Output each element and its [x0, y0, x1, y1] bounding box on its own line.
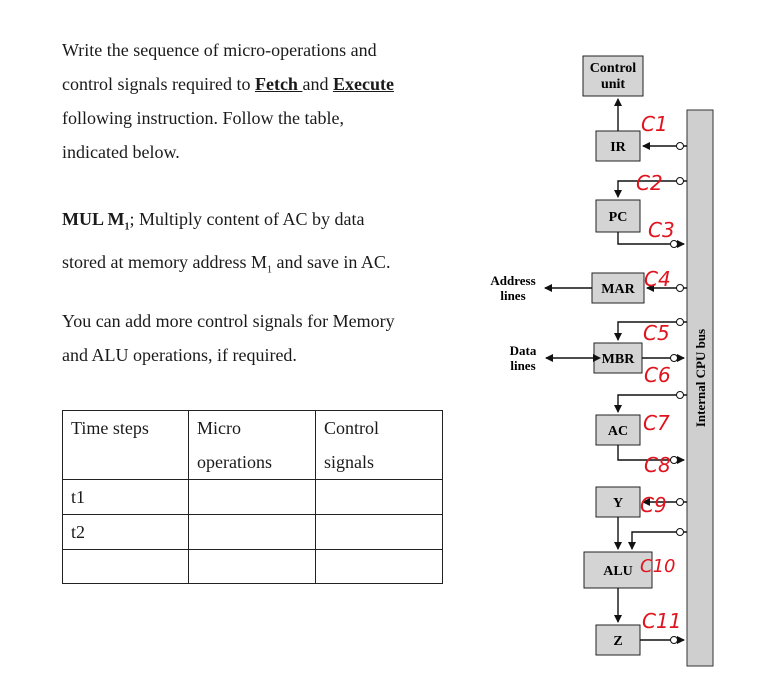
z-label: Z — [613, 634, 622, 649]
header-time-steps-text: Time steps — [71, 418, 149, 438]
c1-annotation: C1 — [641, 112, 668, 136]
execute-keyword: Execute — [332, 74, 394, 94]
c9-annotation: C9 — [640, 493, 667, 517]
handwritten-annotations: C1 C2 C3 C4 C5 C6 C7 C8 C9 C10 C11 — [636, 112, 681, 633]
control-unit-label-2: unit — [601, 77, 625, 92]
header-micro-text: Micro — [197, 418, 241, 438]
fetch-keyword: Fetch — [254, 74, 303, 94]
intro-line-4: indicated below. — [62, 142, 180, 162]
intro-line-3: following instruction. Follow the table, — [62, 108, 344, 128]
c6-annotation: C6 — [644, 363, 671, 387]
bus-to-ac-line — [614, 394, 687, 413]
c11-gate-icon — [670, 636, 678, 644]
control-signal-cell[interactable] — [315, 479, 443, 515]
c11-annotation: C11 — [642, 609, 681, 633]
c8-gate-icon — [670, 456, 678, 464]
instruction-mnemonic: MUL M — [62, 209, 125, 229]
instruction-desc-2: stored at memory address M — [62, 251, 267, 272]
table-row — [62, 549, 443, 584]
control-signal-cell[interactable] — [315, 514, 443, 550]
c2-annotation: C2 — [636, 171, 663, 195]
extra-line-1: You can add more control signals for Mem… — [62, 311, 395, 331]
y-block — [595, 486, 641, 518]
ac-to-bus-line — [617, 445, 685, 464]
mbr-block — [593, 342, 643, 374]
pc-label: PC — [609, 210, 628, 225]
header-operations-text: operations — [197, 452, 272, 472]
extra-line-2: and ALU operations, if required. — [62, 345, 297, 365]
alu-label: ALU — [603, 564, 633, 579]
data-lines-label-2: lines — [510, 358, 535, 373]
c2-gate-icon — [676, 177, 684, 185]
mar-label: MAR — [601, 282, 635, 297]
c6-gate-icon — [670, 354, 678, 362]
c10-gate-icon — [676, 528, 684, 536]
c8-annotation: C8 — [644, 453, 671, 477]
time-step-cell — [62, 549, 189, 584]
header-control-signals: Control signals — [315, 410, 443, 480]
z-block — [595, 624, 641, 656]
intro-line-2: control signals required to — [62, 74, 255, 94]
header-signals-text: signals — [324, 452, 375, 472]
extra-paragraph: You can add more control signals for Mem… — [62, 304, 440, 372]
instruction-paragraph: MUL M1; Multiply content of AC by data s… — [62, 202, 440, 287]
table-row: t2 — [62, 514, 443, 550]
address-lines-label-2: lines — [500, 288, 525, 303]
micro-op-cell[interactable] — [188, 549, 316, 584]
y-label: Y — [613, 496, 623, 511]
control-unit-block — [582, 55, 644, 97]
c7-gate-icon — [676, 391, 684, 399]
instruction-desc-1: ; Multiply content of AC by data — [129, 209, 365, 229]
ir-label: IR — [610, 140, 626, 155]
control-unit-label-1: Control — [590, 61, 637, 76]
control-signal-cell[interactable] — [315, 549, 443, 584]
c10-annotation: C10 — [640, 556, 675, 577]
internal-cpu-bus — [686, 109, 714, 667]
c4-annotation: C4 — [644, 267, 671, 291]
header-control-text: Control — [324, 418, 380, 438]
c7-annotation: C7 — [643, 411, 670, 435]
ac-block — [595, 414, 641, 446]
c4-gate-icon — [676, 284, 684, 292]
intro-paragraph: Write the sequence of micro-operations a… — [62, 33, 440, 169]
c5-gate-icon — [676, 318, 684, 326]
answer-table: Time steps Micro operations Control signal… — [62, 410, 443, 584]
bus-label: Internal CPU bus — [693, 329, 708, 427]
ir-block — [595, 130, 641, 162]
bus-to-mbr-line — [614, 321, 687, 341]
data-lines-label-1: Data — [510, 343, 537, 358]
mbr-label: MBR — [602, 352, 636, 367]
c9-gate-icon — [676, 498, 684, 506]
bus-to-alu-line — [628, 531, 687, 550]
intro-and: and — [302, 74, 333, 94]
instruction-subscript: 1 — [124, 221, 130, 233]
c3-annotation: C3 — [648, 218, 675, 242]
instruction-desc-3: and save in AC. — [271, 251, 391, 272]
ac-label: AC — [608, 424, 628, 439]
intro-line-1: Write the sequence of micro-operations a… — [62, 40, 377, 60]
table-header-row: Time steps Micro operations Control signal… — [62, 410, 443, 480]
pc-block — [595, 199, 641, 233]
address-lines-label-1: Address — [490, 273, 535, 288]
c5-annotation: C5 — [643, 321, 670, 345]
pc-to-bus-line — [617, 232, 685, 248]
c3-gate-icon — [670, 240, 678, 248]
c1-gate-icon — [676, 142, 684, 150]
address-subscript: 1 — [266, 264, 272, 276]
time-step-cell: t1 — [62, 479, 189, 515]
bus-to-pc-line — [614, 180, 687, 198]
